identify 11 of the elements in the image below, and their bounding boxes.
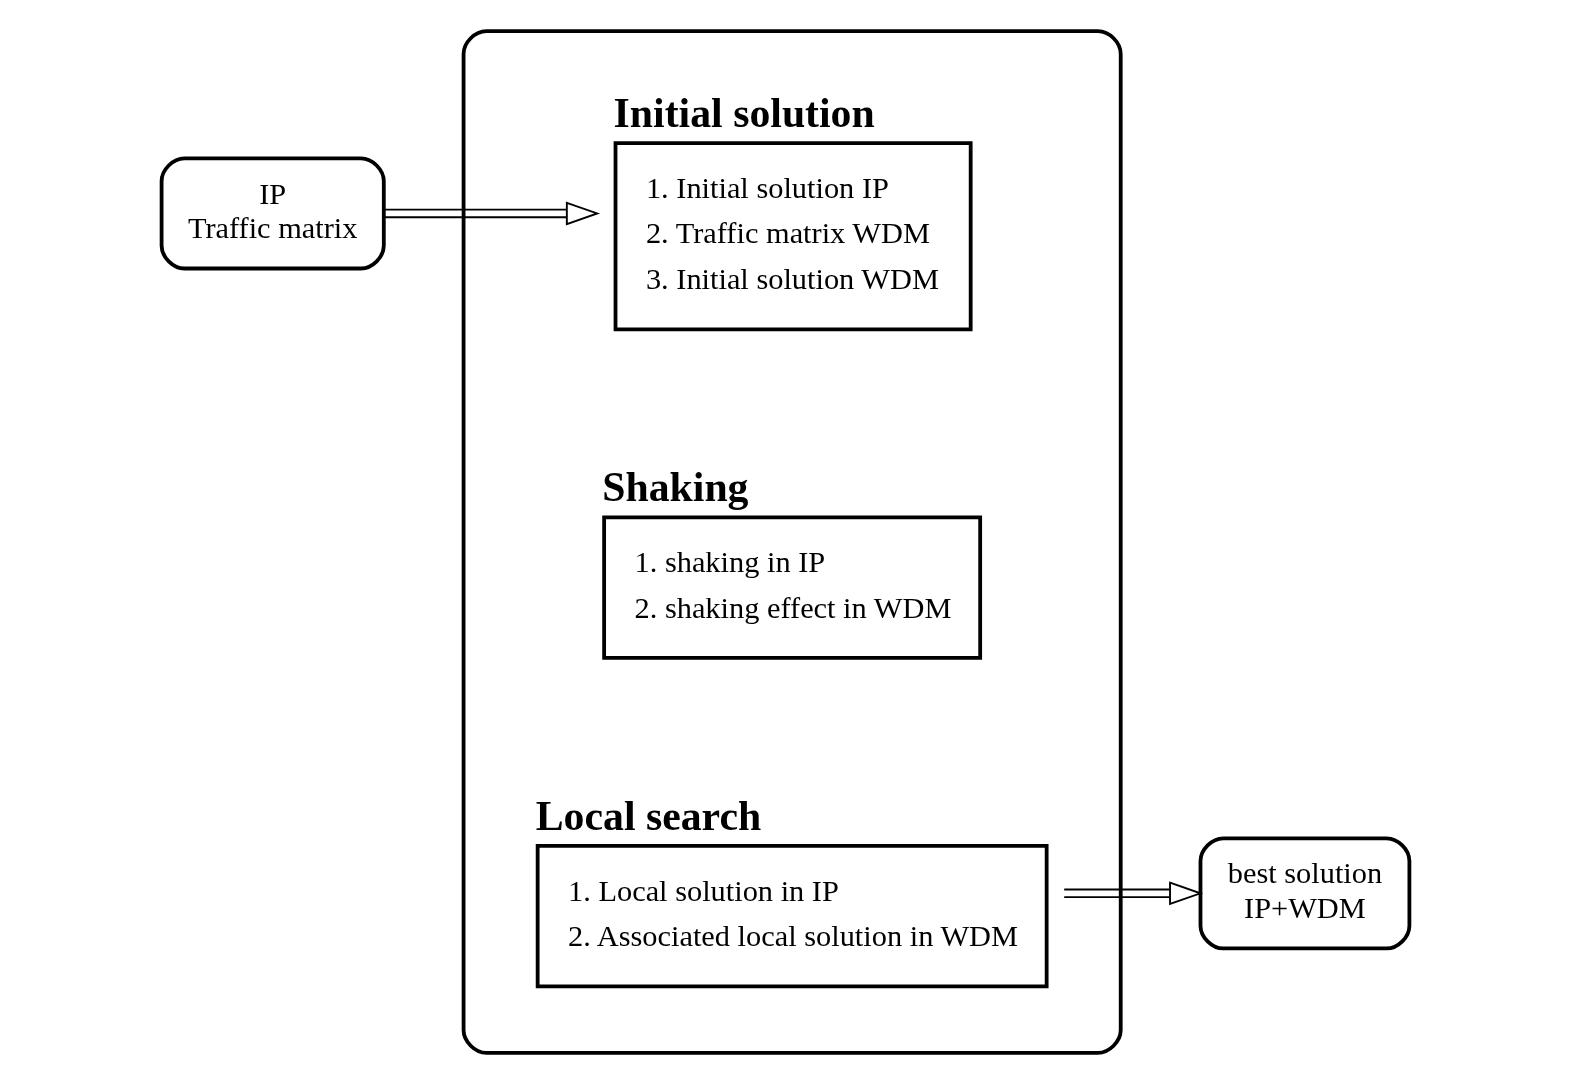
node-box: best solution IP+WDM [1198,836,1412,951]
cluster [461,29,1123,1055]
node-label: Initial solution [613,90,875,137]
node-label: Local search [535,792,762,839]
arrow [383,201,601,226]
node-box: 1. Local solution in IP 2. Associated local solution in WDM [535,844,1049,989]
node-box: IP Traffic matrix [159,156,386,271]
node-box: 1. shaking in IP 2. shaking effect in WDM [602,515,983,660]
node-label: Shaking [602,464,749,511]
arrow [1063,881,1204,906]
node-box: 1. Initial solution IP 2. Traffic matrix WDM 3. Initial solution WDM [613,141,973,332]
